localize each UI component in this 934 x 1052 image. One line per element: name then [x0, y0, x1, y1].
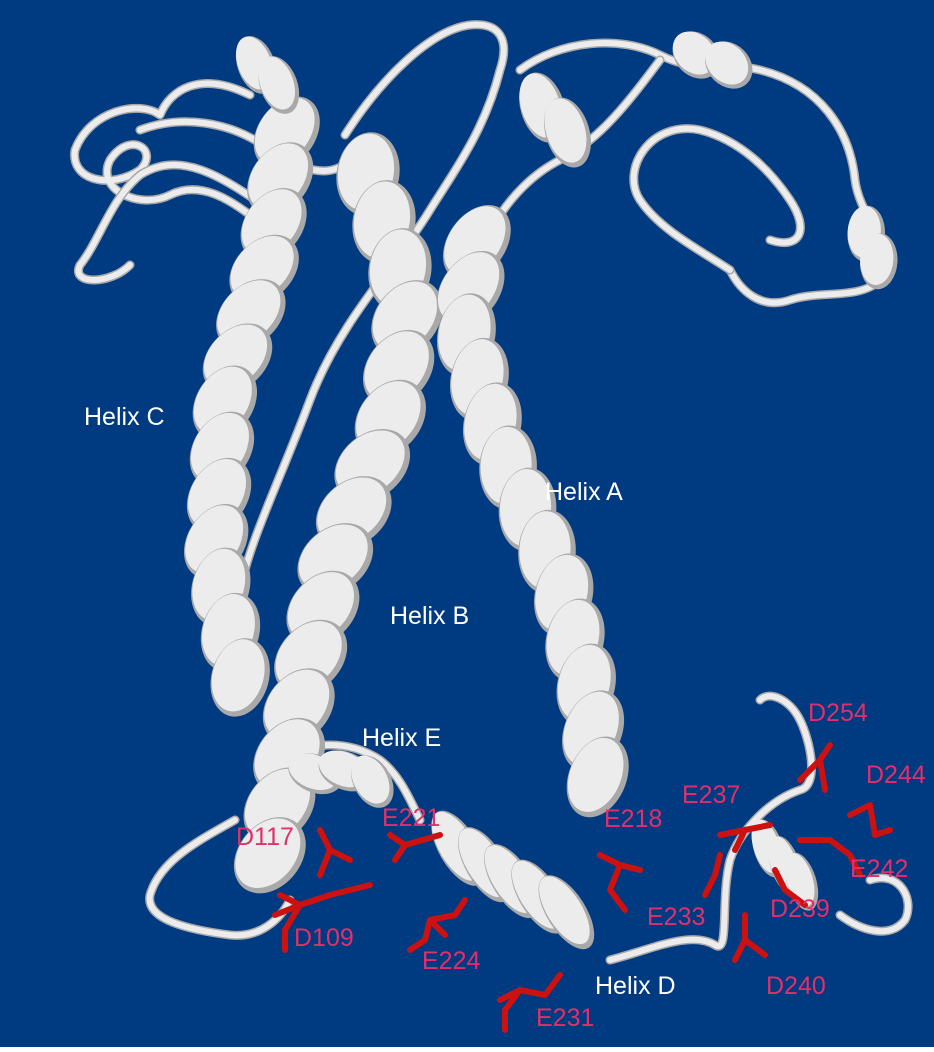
residue-label-e242: E242	[850, 855, 908, 883]
helix-e-label: Helix E	[362, 724, 441, 752]
residue-label-e231: E231	[536, 1004, 594, 1032]
residue-label-d254: D254	[808, 699, 868, 727]
residue-label-d117: D117	[236, 823, 294, 851]
residue-label-e233: E233	[647, 903, 705, 931]
helix-a-label: Helix A	[545, 478, 623, 506]
residue-label-d239: D239	[770, 895, 830, 923]
residue-label-e237: E237	[682, 781, 740, 809]
residue-label-d109: D109	[294, 924, 354, 952]
residue-label-e218: E218	[604, 805, 662, 833]
helix-c-label: Helix C	[84, 403, 165, 431]
helix-b-label: Helix B	[390, 602, 469, 630]
residue-label-d240: D240	[766, 972, 826, 1000]
residue-label-e224: E224	[422, 947, 480, 975]
residue-label-e221: E221	[382, 804, 440, 832]
residue-label-d244: D244	[866, 761, 926, 789]
helix-d-label: Helix D	[595, 972, 676, 1000]
